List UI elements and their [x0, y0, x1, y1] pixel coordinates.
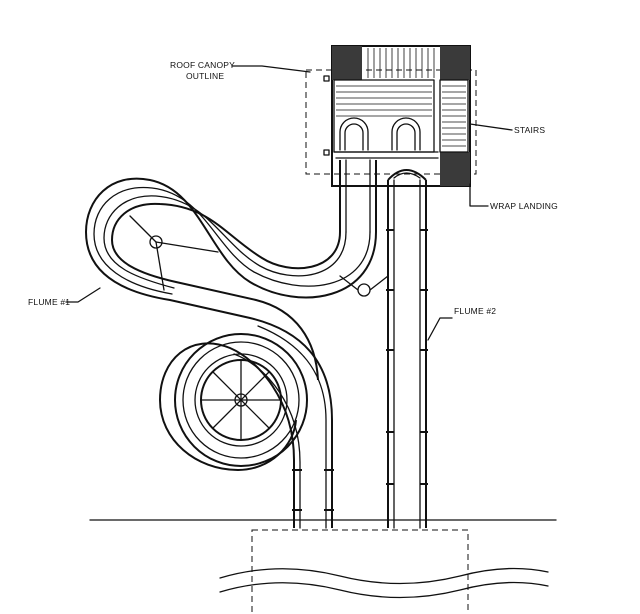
- leader-stairs: [469, 123, 513, 131]
- corner-post: [440, 152, 470, 186]
- flume-1: [84, 159, 389, 529]
- label-flume-2: FLUME #2: [454, 306, 496, 316]
- leader-wrap-landing: [469, 183, 489, 207]
- stairs-top: [367, 48, 435, 78]
- flume-2: [386, 169, 428, 529]
- water-waves: [219, 567, 549, 599]
- leader-flume-2: [427, 317, 453, 341]
- stairs-left: [336, 85, 432, 117]
- label-flume-1: FLUME #1: [28, 297, 70, 307]
- tower-platform: [323, 45, 471, 187]
- label-stairs: STAIRS: [514, 125, 545, 135]
- stairs-right: [442, 85, 466, 147]
- leader-roof-canopy: [231, 65, 311, 73]
- pool-outline: [251, 529, 469, 614]
- corner-post: [440, 46, 470, 80]
- flume-entrances: [339, 117, 421, 151]
- label-roof-canopy: ROOF CANOPY: [170, 60, 235, 70]
- corner-post: [332, 46, 362, 80]
- leader-flume-1: [65, 287, 101, 303]
- roof-canopy-outline: [305, 69, 477, 175]
- label-roof-canopy-2: OUTLINE: [186, 71, 224, 81]
- label-wrap-landing: WRAP LANDING: [490, 201, 558, 211]
